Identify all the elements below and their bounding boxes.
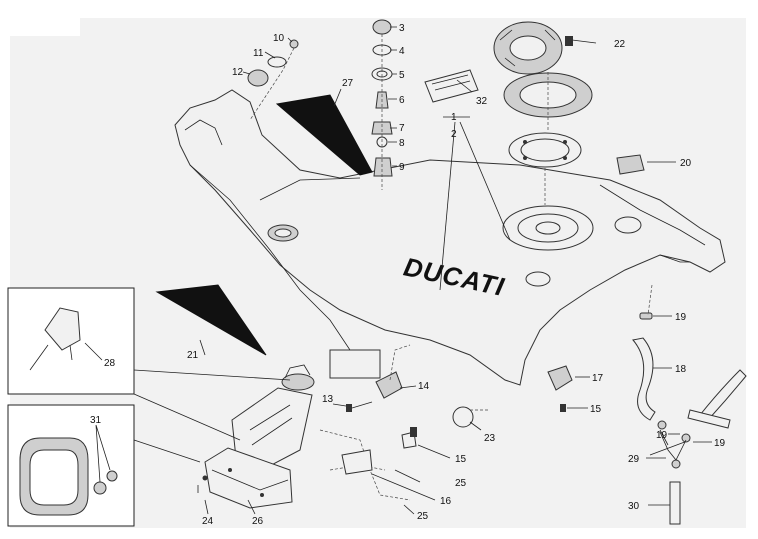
fuel-tank-body: DUCATI — [174, 89, 726, 386]
callout-25-lower: 25 — [417, 511, 429, 522]
callout-labels: 3 4 5 6 7 8 9 10 11 12 27 1 2 32 22 20 1… — [90, 23, 726, 527]
callout-32: 32 — [476, 96, 488, 107]
fuel-pump-assembly — [197, 364, 315, 509]
callout-31: 31 — [90, 415, 102, 426]
callout-7: 7 — [399, 123, 405, 134]
callout-20: 20 — [680, 158, 692, 169]
callout-21: 21 — [187, 350, 199, 361]
inset-fuel-level-sensor — [7, 287, 291, 441]
callout-9: 9 — [399, 162, 405, 173]
callout-12: 12 — [232, 67, 244, 78]
label-plate — [424, 69, 479, 103]
rubber-plug — [616, 154, 645, 175]
callout-29: 29 — [628, 454, 640, 465]
callout-19-right: 19 — [714, 438, 726, 449]
callout-19-mid: 19 — [656, 430, 668, 441]
callout-6: 6 — [399, 95, 405, 106]
callout-11: 11 — [253, 48, 264, 59]
protective-pad-27 — [275, 94, 373, 176]
callout-28: 28 — [104, 358, 116, 369]
callout-5: 5 — [399, 70, 405, 81]
filler-cap-assembly — [493, 21, 597, 205]
callout-22: 22 — [614, 39, 626, 50]
callout-8: 8 — [399, 138, 405, 149]
callout-3: 3 — [399, 23, 405, 34]
callout-4: 4 — [399, 46, 405, 57]
callout-15-right: 15 — [590, 404, 602, 415]
callout-26: 26 — [252, 516, 264, 527]
callout-2: 2 — [451, 129, 457, 140]
callout-18: 18 — [675, 364, 687, 375]
callout-19-top: 19 — [675, 312, 687, 323]
callout-23: 23 — [484, 433, 496, 444]
callout-25-upper: 25 — [455, 478, 467, 489]
valve-stack — [371, 19, 393, 190]
callout-30: 30 — [628, 501, 640, 512]
leader-lines — [84, 26, 712, 515]
callout-16: 16 — [440, 496, 452, 507]
callout-1: 1 — [451, 112, 457, 123]
mounting-bracket — [319, 429, 417, 501]
callout-13: 13 — [322, 394, 334, 405]
protective-pad-21 — [155, 284, 267, 356]
callout-17: 17 — [592, 373, 604, 384]
hose-assembly — [632, 284, 747, 525]
fasteners-10-12 — [247, 39, 299, 121]
inset-gasket-kit — [7, 404, 201, 527]
callout-15-left: 15 — [455, 454, 467, 465]
callout-27: 27 — [342, 78, 354, 89]
callout-10: 10 — [273, 33, 285, 44]
callout-14: 14 — [418, 381, 430, 392]
side-fittings — [346, 344, 573, 437]
callout-24: 24 — [202, 516, 214, 527]
